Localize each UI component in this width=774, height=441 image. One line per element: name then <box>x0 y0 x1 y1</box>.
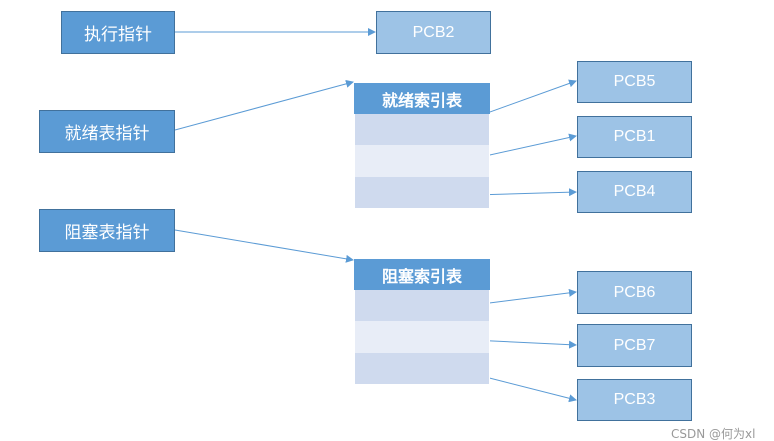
pcb1-box: PCB1 <box>577 116 692 158</box>
pcb7-box: PCB7 <box>577 324 692 367</box>
pcb3-box: PCB3 <box>577 379 692 421</box>
running-pointer-box: 执行指针 <box>61 11 175 54</box>
ready-table-row-1 <box>354 114 490 145</box>
blocked-table-header: 阻塞索引表 <box>354 259 490 290</box>
pcb5-box: PCB5 <box>577 61 692 103</box>
pcb6-box: PCB6 <box>577 271 692 314</box>
blocked-table-row-3 <box>354 353 490 384</box>
ready-table-header: 就绪索引表 <box>354 83 490 114</box>
ready-pointer-box: 就绪表指针 <box>39 110 175 153</box>
arrow-blocked-pointer-to-blocked-table <box>174 229 354 263</box>
ready-table-row-3 <box>354 177 490 208</box>
csdn-watermark: CSDN @何为xl <box>671 427 756 441</box>
pcb2-box: PCB2 <box>376 11 491 54</box>
pcb4-box: PCB4 <box>577 171 692 213</box>
blocked-pointer-box: 阻塞表指针 <box>39 209 175 252</box>
arrow-ready-pointer-to-ready-table <box>174 79 354 131</box>
ready-table-row-2 <box>354 145 490 177</box>
blocked-table-row-1 <box>354 290 490 321</box>
blocked-table-row-2 <box>354 321 490 353</box>
